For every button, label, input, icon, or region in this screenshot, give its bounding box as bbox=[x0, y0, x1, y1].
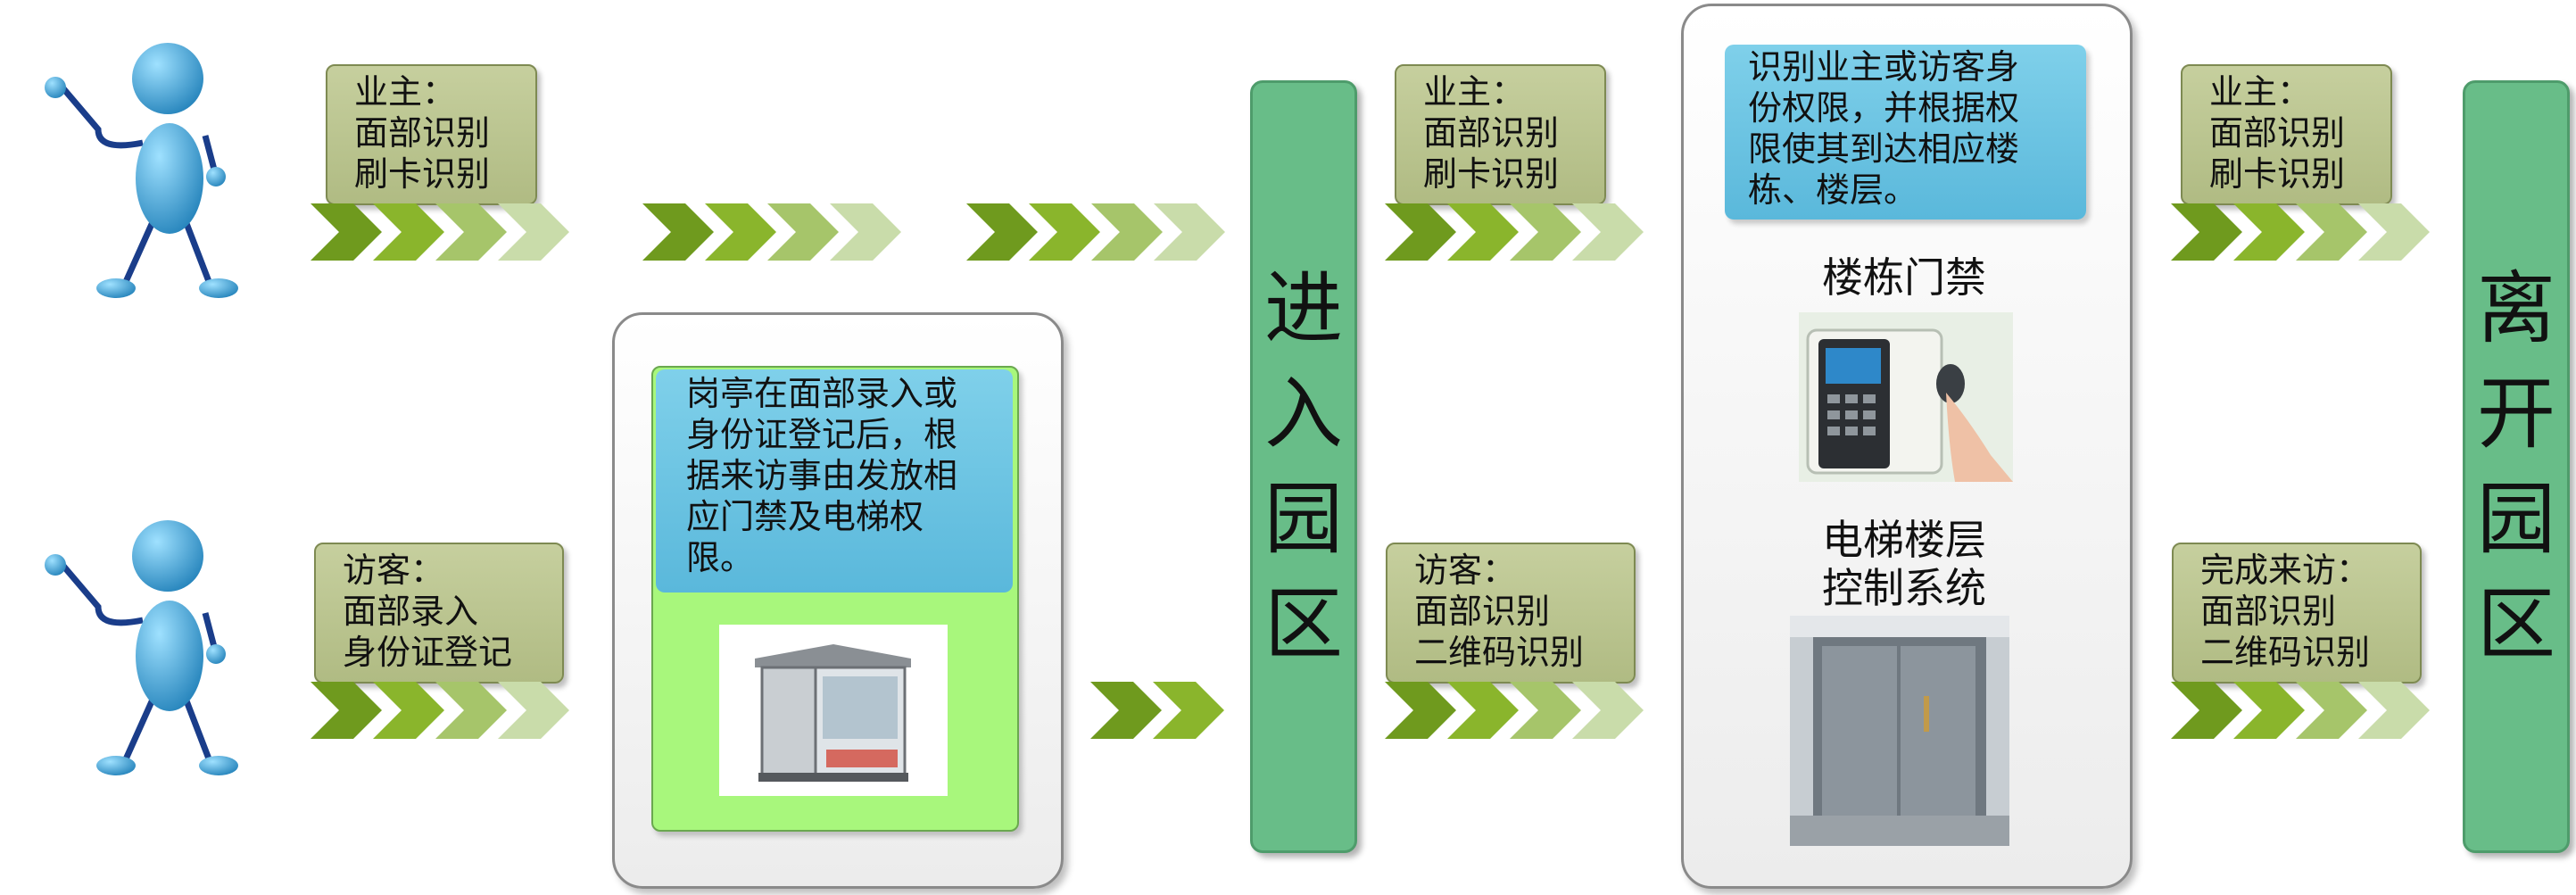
owner-label-box: 业主： 面部识别 刷卡识别 bbox=[326, 64, 537, 205]
leave-park-char-2: 开 bbox=[2476, 368, 2555, 460]
leave-park-char-4: 区 bbox=[2476, 578, 2555, 670]
elevator-image bbox=[1790, 616, 2009, 846]
leave-park-char-3: 园 bbox=[2476, 473, 2555, 565]
leave-park-bar: 离 开 园 区 bbox=[2463, 80, 2570, 853]
owner-person-icon bbox=[45, 43, 238, 298]
visitor-id-label-box: 访客： 面部识别 二维码识别 bbox=[1386, 543, 1636, 684]
chevron-row-visitor-4 bbox=[2171, 682, 2430, 739]
elevator-caption: 电梯楼层 控制系统 bbox=[1822, 516, 1986, 612]
chevron-row-owner-4 bbox=[1385, 203, 1644, 261]
enter-park-char-3: 园 bbox=[1263, 473, 1343, 565]
leave-park-char-1: 离 bbox=[2476, 262, 2555, 354]
guard-booth-image bbox=[719, 625, 948, 796]
enter-park-char-4: 区 bbox=[1263, 578, 1343, 670]
owner-label-box-2: 业主： 面部识别 刷卡识别 bbox=[1395, 64, 1606, 205]
chevron-row-owner-1 bbox=[311, 203, 569, 261]
visitor-entry-label-box: 访客： 面部录入 身份证登记 bbox=[314, 543, 564, 684]
chevron-row-owner-2 bbox=[642, 203, 901, 261]
guard-booth-text-box: 岗亭在面部录入或 身份证登记后，根 据来访事由发放相 应门禁及电梯权 限。 bbox=[656, 369, 1013, 593]
chevron-row-owner-3 bbox=[966, 203, 1225, 261]
owner-label-box-3: 业主： 面部识别 刷卡识别 bbox=[2181, 64, 2392, 205]
exit-visitor-label-box: 完成来访： 面部识别 二维码识别 bbox=[2172, 543, 2422, 684]
chevron-row-visitor-2 bbox=[1090, 682, 1224, 739]
fingerprint-reader-image bbox=[1799, 312, 2013, 482]
enter-park-char-1: 进 bbox=[1263, 262, 1343, 354]
chevron-row-visitor-1 bbox=[311, 682, 569, 739]
chevron-row-visitor-3 bbox=[1385, 682, 1644, 739]
identify-text-box: 识别业主或访客身 份权限，并根据权 限使其到达相应楼 栋、楼层。 bbox=[1725, 45, 2086, 220]
enter-park-bar: 进 入 园 区 bbox=[1250, 80, 1357, 853]
visitor-person-icon bbox=[45, 520, 238, 775]
enter-park-char-2: 入 bbox=[1263, 368, 1343, 460]
building-access-caption: 楼栋门禁 bbox=[1822, 253, 1986, 302]
chevron-row-owner-5 bbox=[2171, 203, 2430, 261]
